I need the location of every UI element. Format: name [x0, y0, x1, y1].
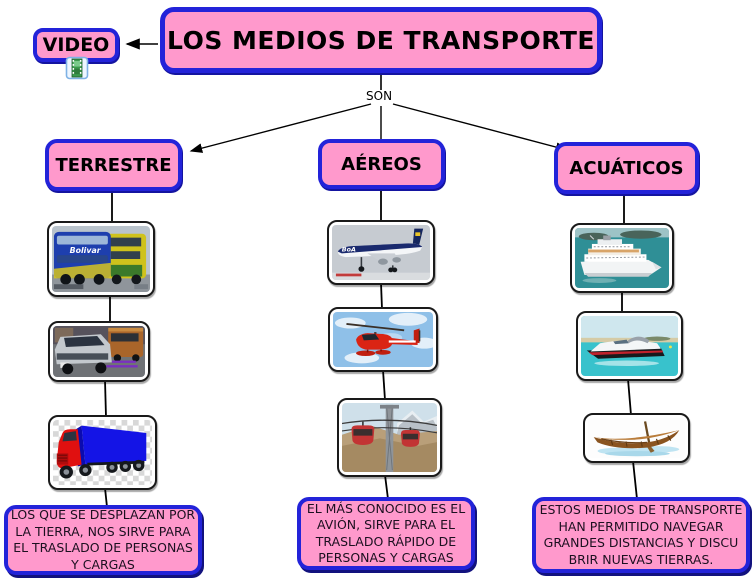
cruise-ship-photo[interactable]: [570, 223, 674, 293]
cablecar-shapes: [342, 404, 437, 472]
title-label: LOS MEDIOS DE TRANSPORTE: [167, 25, 595, 55]
video-label: VIDEO: [42, 34, 110, 56]
rowboat-shape: [593, 421, 680, 457]
branch-node-aereos[interactable]: AÉREOS: [318, 139, 445, 189]
connector-helicopter-cablecar: [382, 369, 386, 401]
plane-brand-text: BoA: [342, 247, 356, 254]
minivan-photo[interactable]: [48, 321, 150, 382]
helicopter-illustration: [333, 312, 433, 367]
rowboat-illustration: [588, 418, 685, 458]
connector-cablecar-desc: [384, 474, 389, 500]
connector-son-to-terrestre: [189, 103, 372, 153]
plane-illustration: BoA: [332, 225, 430, 280]
truck-illustration: [53, 420, 152, 485]
root-connector-label: SON: [366, 89, 393, 103]
truck-shape: [56, 425, 147, 479]
acuaticos-label: ACUÁTICOS: [569, 157, 684, 179]
aereos-description-node[interactable]: EL MÁS CONOCIDO ES EL AVIÓN, SIRVE PARA …: [297, 497, 475, 570]
cable-car-photo[interactable]: [337, 398, 442, 477]
terrestre-description-text: LOS QUE SE DESPLAZAN POR LA TIERRA, NOS …: [10, 507, 196, 572]
yellow-bus-shape: [106, 233, 147, 285]
connector-speedboat-rowboat: [627, 378, 632, 416]
helicopter-photo[interactable]: [328, 307, 438, 372]
airplane-photo[interactable]: BoA: [327, 220, 435, 285]
bus-illustration: Bolivar: [52, 226, 150, 292]
photo-watermark-marks: [106, 360, 138, 368]
film-icon[interactable]: [65, 56, 89, 80]
connector-plane-helicopter: [380, 282, 383, 310]
cruise-illustration: [575, 228, 669, 288]
cargo-truck-clipart[interactable]: [48, 415, 157, 490]
speedboat-shape: [586, 336, 672, 366]
connector-truck-desc: [104, 487, 108, 508]
speedboat-illustration: [581, 316, 678, 376]
terrestre-description-node[interactable]: LOS QUE SE DESPLAZAN POR LA TIERRA, NOS …: [4, 505, 202, 575]
terrestre-label: TERRESTRE: [55, 154, 172, 176]
video-node[interactable]: VIDEO: [33, 28, 119, 62]
van-illustration: [53, 326, 145, 377]
acuaticos-description-text: ESTOS MEDIOS DE TRANSPORTE HAN PERMITIDO…: [539, 502, 743, 567]
bus-brand-text: Bolivar: [70, 246, 102, 255]
connector-son-to-acuaticos: [392, 103, 569, 152]
van-shape: [54, 334, 112, 375]
micro-bus-shape: [108, 327, 144, 362]
title-node[interactable]: LOS MEDIOS DE TRANSPORTE: [160, 7, 602, 73]
helicopter-shape: [346, 323, 421, 356]
cruise-shape: [580, 235, 662, 283]
plane-shape: BoA: [337, 228, 424, 273]
cablecar-illustration: [342, 403, 437, 472]
double-decker-bus-photo[interactable]: Bolivar: [47, 221, 155, 297]
connector-van-truck: [104, 379, 107, 418]
acuaticos-description-node[interactable]: ESTOS MEDIOS DE TRANSPORTE HAN PERMITIDO…: [532, 497, 750, 573]
aereos-description-text: EL MÁS CONOCIDO ES EL AVIÓN, SIRVE PARA …: [306, 500, 466, 566]
speedboat-photo[interactable]: [576, 311, 683, 381]
aereos-label: AÉREOS: [341, 153, 422, 175]
branch-node-terrestre[interactable]: TERRESTRE: [45, 139, 182, 191]
blue-bus-shape: Bolivar: [53, 231, 111, 285]
connector-rowboat-desc: [632, 460, 638, 500]
rowboat-clipart[interactable]: [583, 413, 690, 463]
branch-node-acuaticos[interactable]: ACUÁTICOS: [554, 142, 699, 194]
